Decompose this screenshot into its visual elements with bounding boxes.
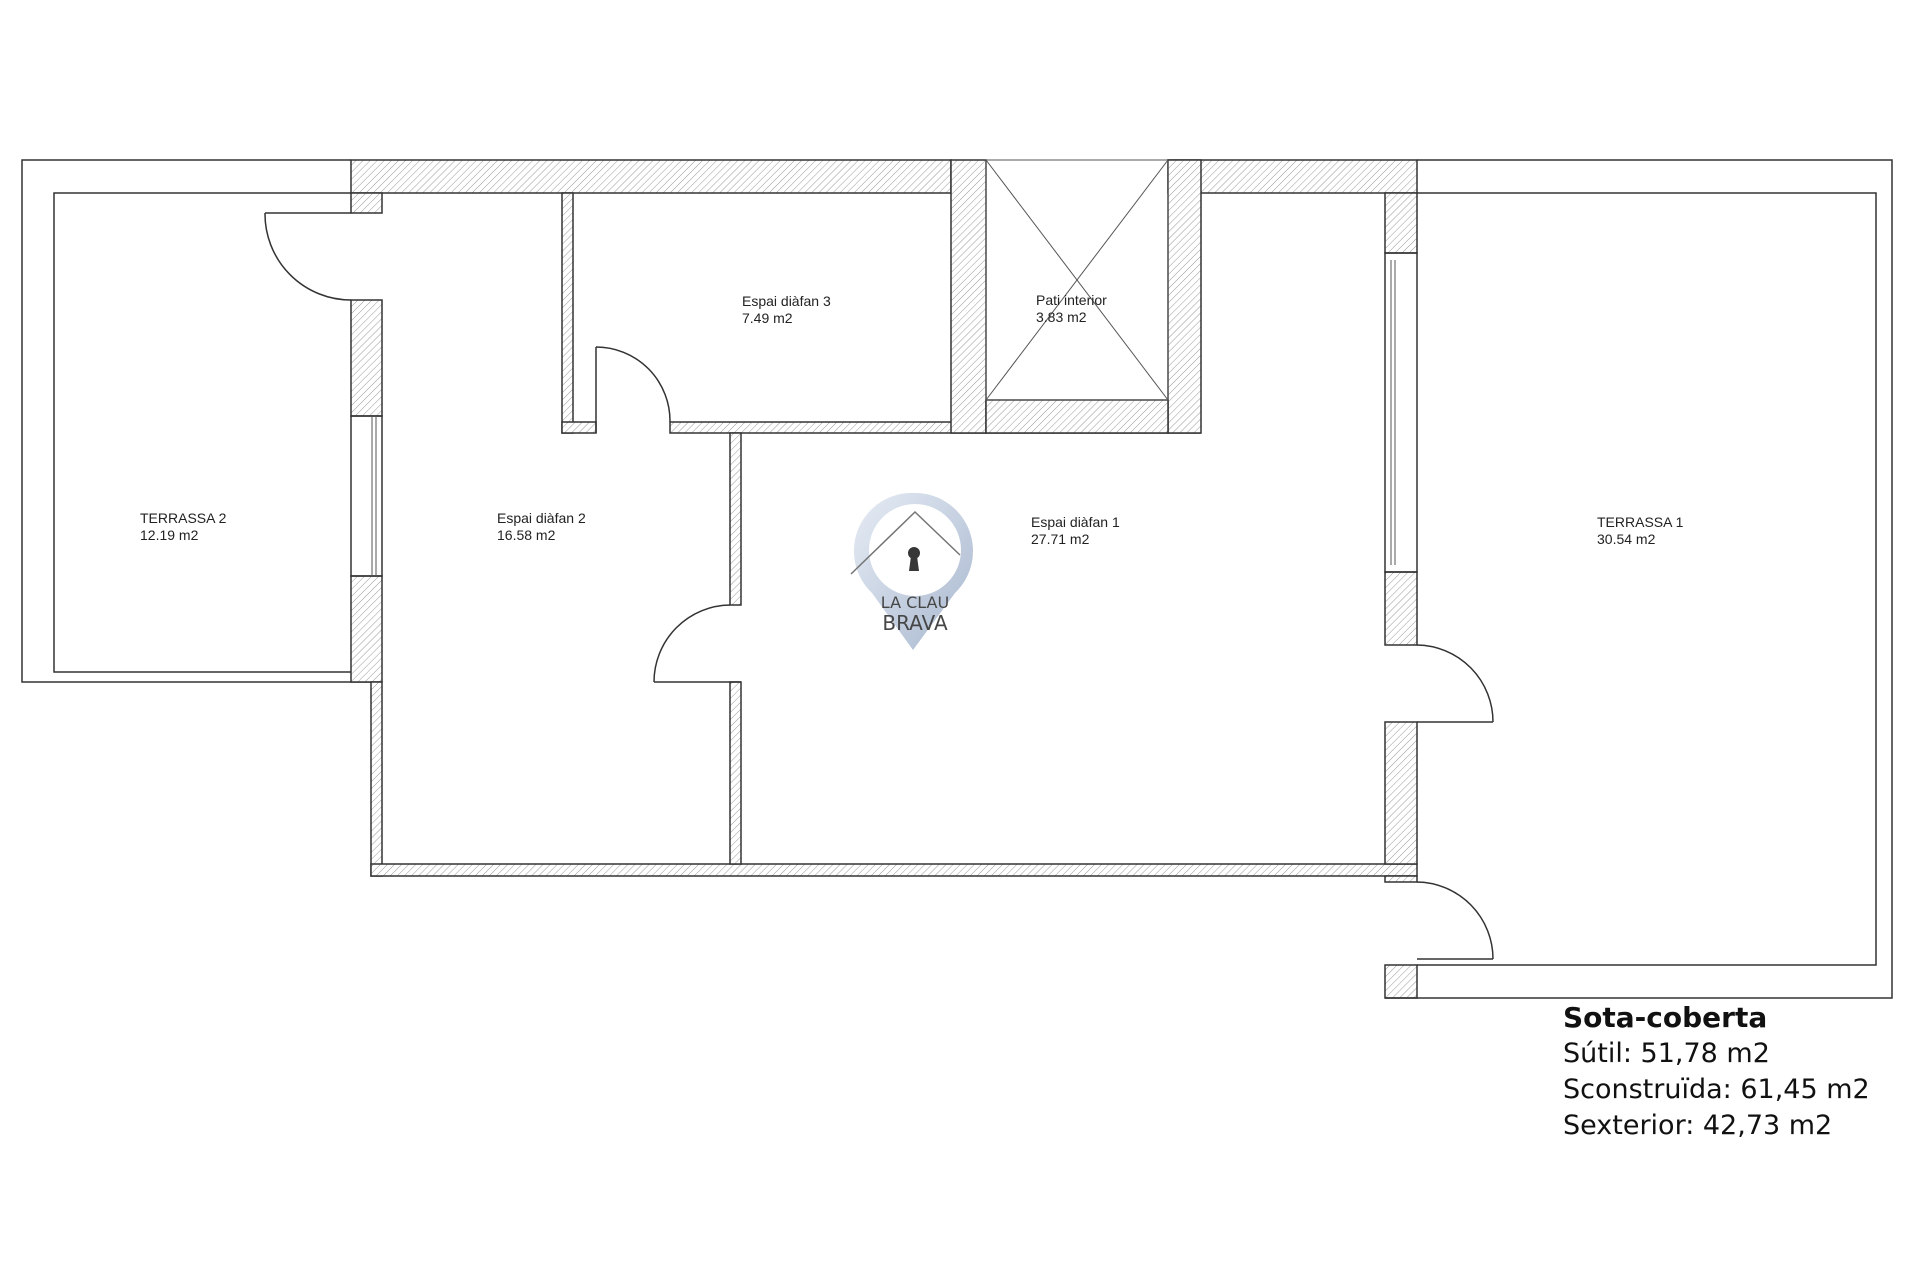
area-summary: Sota-coberta Sútil: 51,78 m2 Sconstruïda… <box>1563 1000 1870 1144</box>
svg-text:Espai diàfan 3: Espai diàfan 3 <box>742 293 831 309</box>
terrassa-1-outline <box>1385 159 1893 999</box>
summary-exterior: Sexterior: 42,73 m2 <box>1563 1110 1833 1141</box>
window-terrassa-1 <box>1384 252 1418 573</box>
svg-text:7.49 m2: 7.49 m2 <box>742 310 793 326</box>
door-terrassa-1-lower <box>1416 881 1494 960</box>
walls <box>350 159 1418 999</box>
svg-text:LA CLAU: LA CLAU <box>881 593 949 612</box>
svg-text:16.58 m2: 16.58 m2 <box>497 527 556 543</box>
svg-text:Pati interior: Pati interior <box>1036 292 1107 308</box>
window-terrassa-2 <box>350 415 383 577</box>
room-label-pati: Pati interior 3.83 m2 <box>1036 292 1107 325</box>
svg-text:30.54 m2: 30.54 m2 <box>1597 531 1656 547</box>
svg-text:TERRASSA 1: TERRASSA 1 <box>1597 514 1684 530</box>
door-espai-3 <box>595 346 671 433</box>
pati-interior-void <box>985 159 1169 401</box>
summary-title: Sota-coberta <box>1563 1001 1768 1034</box>
room-label-espai-2: Espai diàfan 2 16.58 m2 <box>497 510 586 543</box>
la-clau-brava-logo: LA CLAU BRAVA <box>850 492 973 650</box>
summary-util: Sútil: 51,78 m2 <box>1563 1038 1770 1069</box>
summary-construida: Sconstruïda: 61,45 m2 <box>1563 1074 1870 1105</box>
svg-text:3.83 m2: 3.83 m2 <box>1036 309 1087 325</box>
svg-text:12.19 m2: 12.19 m2 <box>140 527 199 543</box>
svg-text:Espai diàfan 2: Espai diàfan 2 <box>497 510 586 526</box>
svg-text:27.71 m2: 27.71 m2 <box>1031 531 1090 547</box>
terrassa-2-outline <box>21 159 371 683</box>
svg-text:TERRASSA 2: TERRASSA 2 <box>140 510 227 526</box>
door-terrassa-1 <box>1416 644 1494 723</box>
room-label-espai-3: Espai diàfan 3 7.49 m2 <box>742 293 831 326</box>
door-espai-2-1 <box>653 604 741 683</box>
svg-text:Espai diàfan 1: Espai diàfan 1 <box>1031 514 1120 530</box>
room-label-espai-1: Espai diàfan 1 27.71 m2 <box>1031 514 1120 547</box>
room-label-terrassa-1: TERRASSA 1 30.54 m2 <box>1597 514 1684 547</box>
room-label-terrassa-2: TERRASSA 2 12.19 m2 <box>140 510 227 543</box>
svg-text:BRAVA: BRAVA <box>882 611 948 635</box>
door-terrassa-2 <box>264 212 352 301</box>
